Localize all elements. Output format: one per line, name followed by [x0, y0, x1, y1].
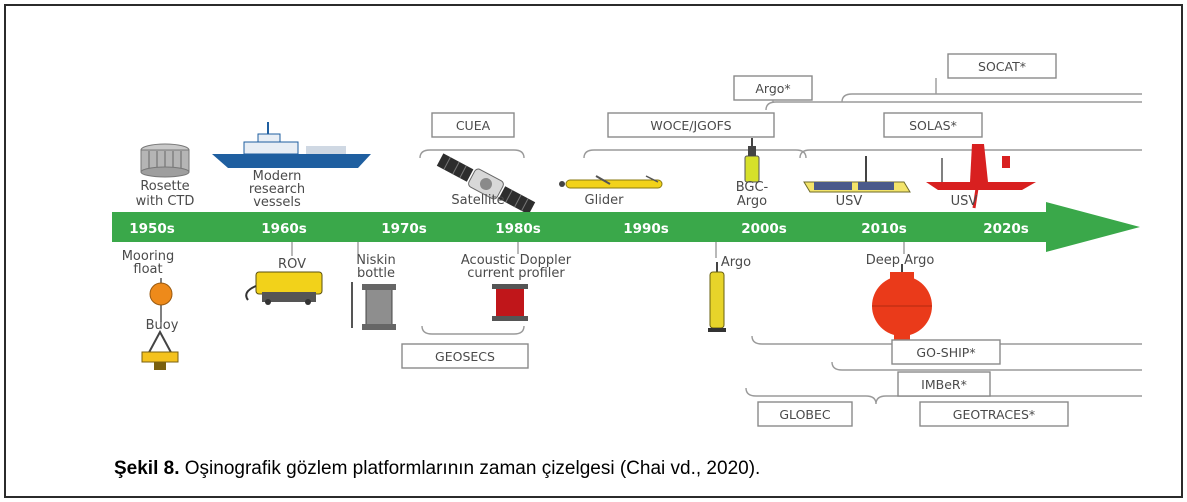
argo-program-box: Argo*	[733, 75, 813, 101]
geosecs-bracket	[421, 325, 525, 335]
decade-label-1980s: 1980s	[495, 221, 541, 237]
niskin-bottle-icon	[351, 282, 396, 330]
bgc-argo-label-l2: Argo	[737, 194, 767, 209]
socat-bracket	[841, 93, 1142, 103]
timeline-arrow	[112, 202, 1140, 252]
bgc-argo-label-l1: BGC-	[736, 180, 769, 195]
geosecs-box: GEOSECS	[401, 343, 529, 369]
cuea-bracket	[419, 149, 525, 159]
glider-icon	[559, 175, 663, 189]
adcp-icon	[492, 284, 528, 321]
imber-label: IMBeR*	[921, 377, 967, 392]
deep-argo-label: Deep Argo	[866, 253, 935, 268]
decade-label-1960s: 1960s	[261, 221, 307, 237]
bgc-argo-icon	[744, 138, 760, 183]
globec-label: GLOBEC	[779, 407, 831, 422]
decade-label-1970s: 1970s	[381, 221, 427, 237]
usv-saildrone-icon	[926, 144, 1036, 209]
rosette-label-l1: Rosette	[140, 179, 189, 194]
rosette-icon	[140, 143, 190, 178]
buoy-icon	[141, 329, 179, 370]
decade-label-1990s: 1990s	[623, 221, 669, 237]
mooring-l1: Mooring	[122, 249, 175, 264]
argo-float-icon	[708, 262, 726, 332]
adcp-l2: current profiler	[467, 266, 565, 281]
solas-label: SOLAS*	[909, 118, 957, 133]
cuea-label: CUEA	[456, 118, 491, 133]
vessels-label-l1: Modern	[253, 169, 302, 184]
decade-labels: 1950s 1960s 1970s 1980s 1990s 2000s 2010s 2020s	[129, 221, 1029, 237]
solas-bracket	[799, 149, 1142, 159]
rosette-label-l2: with CTD	[136, 194, 195, 209]
decade-label-2000s: 2000s	[741, 221, 787, 237]
argo-bracket	[765, 101, 1142, 111]
globec-box: GLOBEC	[757, 401, 853, 427]
rov-icon	[245, 271, 323, 305]
niskin-l2: bottle	[357, 266, 395, 281]
woce-jgofs-box: WOCE/JGOFS	[607, 112, 775, 138]
go-ship-bracket	[751, 335, 1142, 345]
cuea-box: CUEA	[431, 112, 515, 138]
glider-label: Glider	[585, 193, 625, 208]
research-vessel-icon	[212, 122, 371, 168]
vessels-label-l2: research	[249, 182, 305, 197]
satellite-icon	[436, 153, 536, 215]
rov-label: ROV	[278, 257, 306, 272]
usv-label-1: USV	[836, 194, 863, 209]
imber-bracket	[831, 361, 1142, 371]
adcp-l1: Acoustic Doppler	[461, 253, 572, 268]
decade-label-2010s: 2010s	[861, 221, 907, 237]
deep-argo-icon	[872, 264, 932, 342]
decade-label-2020s: 2020s	[983, 221, 1029, 237]
vessels-label-l3: vessels	[253, 195, 301, 210]
globec-geotraces-bracket	[745, 387, 1142, 405]
go-ship-label: GO-SHIP*	[916, 345, 975, 360]
socat-box: SOCAT*	[947, 53, 1057, 79]
decade-label-1950s: 1950s	[129, 221, 175, 237]
mooring-l2: float	[133, 262, 162, 277]
go-ship-box: GO-SHIP*	[891, 339, 1001, 365]
mooring-float-icon	[149, 278, 173, 322]
woce-jgofs-label: WOCE/JGOFS	[650, 118, 731, 133]
usv-label-2: USV	[951, 194, 978, 209]
buoy-label: Buoy	[146, 318, 179, 333]
usv-solar-icon	[803, 156, 911, 193]
geotraces-box: GEOTRACES*	[919, 401, 1069, 427]
bgc-argo-label: BGC-Argo	[736, 180, 769, 209]
geosecs-label: GEOSECS	[435, 349, 495, 364]
argo-float-label: Argo	[721, 255, 751, 270]
geotraces-label: GEOTRACES*	[953, 407, 1035, 422]
imber-box: IMBeR*	[897, 371, 991, 397]
figure-frame: SOCAT* Argo* CUEA WOCE/JGOFS SOLAS*	[4, 4, 1183, 498]
caption-text: Oşinografik gözlem platformlarının zaman…	[179, 458, 761, 479]
satellite-label: Satellite	[451, 193, 504, 208]
solas-box: SOLAS*	[883, 112, 983, 138]
figure-caption: Şekil 8. Oşinografik gözlem platformları…	[114, 458, 760, 480]
socat-label: SOCAT*	[978, 59, 1026, 74]
argo-program-label: Argo*	[755, 81, 790, 96]
caption-label: Şekil 8.	[114, 458, 180, 479]
timeline-diagram: SOCAT* Argo* CUEA WOCE/JGOFS SOLAS*	[112, 53, 1142, 427]
woce-jgofs-bracket	[583, 149, 807, 159]
niskin-l1: Niskin	[356, 253, 396, 268]
